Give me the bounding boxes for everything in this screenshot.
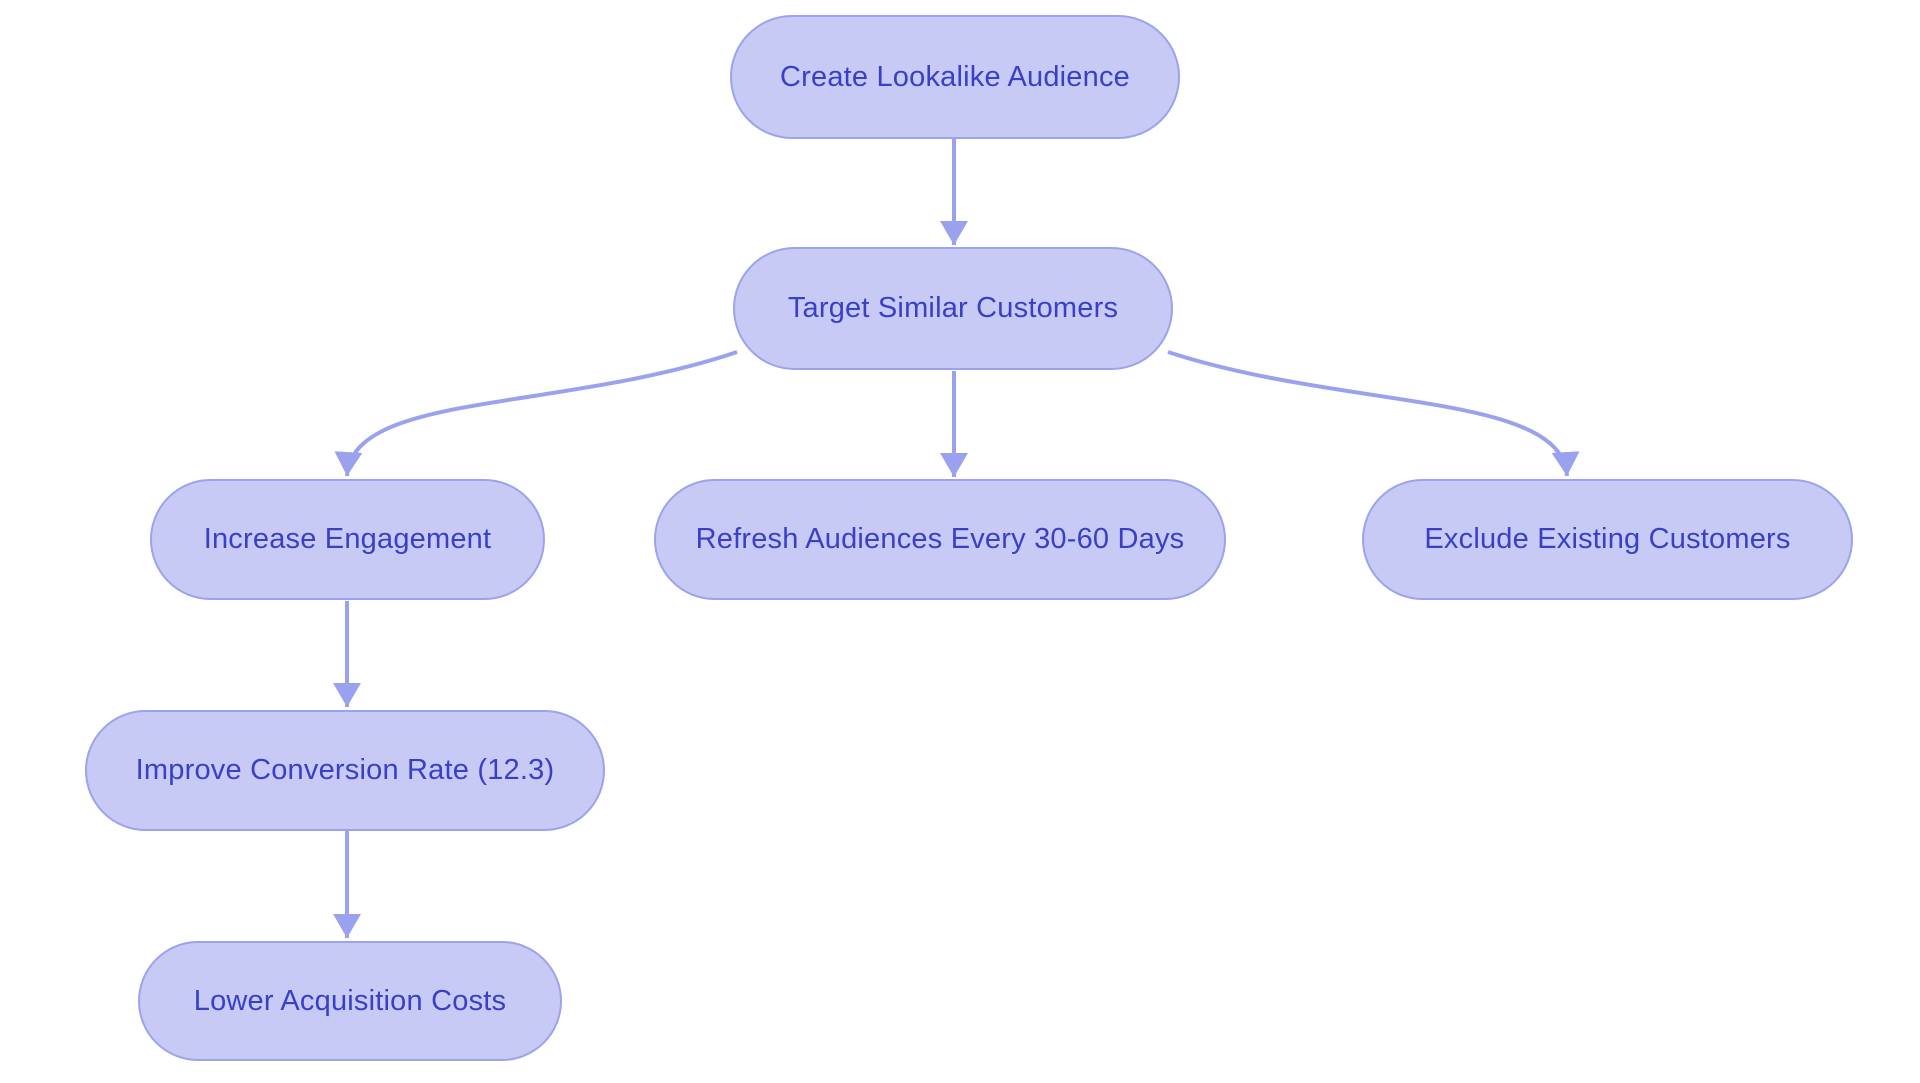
node-exclude-existing-customers: Exclude Existing Customers bbox=[1362, 479, 1853, 600]
node-label: Lower Acquisition Costs bbox=[193, 984, 507, 1017]
node-create-lookalike-audience: Create Lookalike Audience bbox=[730, 15, 1180, 139]
node-label: Target Similar Customers bbox=[787, 292, 1119, 324]
node-lower-acquisition-costs: Lower Acquisition Costs bbox=[138, 941, 562, 1061]
edge-target-to-exclude bbox=[1167, 350, 1580, 477]
node-increase-engagement: Increase Engagement bbox=[150, 479, 545, 600]
node-label: Exclude Existing Customers bbox=[1424, 523, 1791, 555]
node-refresh-audiences: Refresh Audiences Every 30-60 Days bbox=[654, 479, 1226, 600]
node-label: Improve Conversion Rate (12.3) bbox=[135, 754, 555, 786]
node-target-similar-customers: Target Similar Customers bbox=[733, 247, 1173, 370]
edge-target-to-increase bbox=[334, 350, 738, 477]
node-label: Create Lookalike Audience bbox=[779, 60, 1130, 93]
node-label: Increase Engagement bbox=[203, 523, 492, 555]
node-label: Refresh Audiences Every 30-60 Days bbox=[695, 523, 1185, 555]
node-improve-conversion-rate: Improve Conversion Rate (12.3) bbox=[85, 710, 605, 831]
